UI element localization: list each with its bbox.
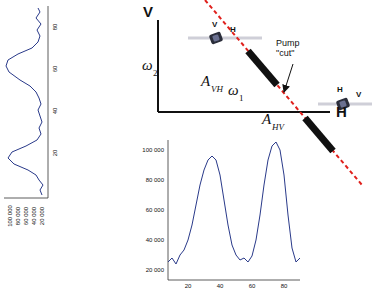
axis-label: H <box>336 104 347 119</box>
pointer-arrow <box>284 64 293 92</box>
tick-label: 100 000 <box>142 147 164 153</box>
tick-label: 80 000 <box>146 177 164 183</box>
tick-label: 60 000 <box>146 207 164 213</box>
axis-symbol: ω <box>142 58 153 73</box>
axis-line <box>158 111 330 113</box>
amplitude-subscript: VH <box>211 85 223 94</box>
tick-label: 40 <box>217 283 224 289</box>
tick-label: 20 000 <box>39 207 45 225</box>
spectrum-curve <box>168 142 300 264</box>
amplitude-label: A <box>262 112 271 127</box>
polarization-label: H <box>230 26 236 34</box>
tick-label: 60 <box>52 66 58 73</box>
tick-label: 40 000 <box>31 207 37 225</box>
tick-label: 100 000 <box>7 205 13 227</box>
tick-label: 40 000 <box>146 237 164 243</box>
polarizer-icon <box>209 31 224 45</box>
spectrum-curve <box>6 8 43 195</box>
beam <box>188 37 262 40</box>
tick-label: 80 <box>52 24 58 31</box>
tick-label: 20 <box>185 283 192 289</box>
amplitude-label: A <box>201 74 210 89</box>
amplitude-subscript: HV <box>272 123 284 132</box>
axis-line <box>157 20 159 112</box>
tick-label: 40 <box>52 108 58 115</box>
pump-cut-line <box>205 0 362 185</box>
axis-label: V <box>143 4 153 19</box>
plot-axis <box>168 280 300 281</box>
tick-label: 80 000 <box>15 207 21 225</box>
axis-symbol: ω <box>228 83 239 98</box>
plot-axis <box>168 140 169 280</box>
tick-label: 80 <box>281 283 288 289</box>
tick-label: 20 <box>52 150 58 157</box>
polarization-label: H <box>337 86 343 94</box>
tick-label: 60 000 <box>23 207 29 225</box>
polarization-label: V <box>356 91 361 99</box>
plot-axis <box>4 198 48 199</box>
plot-axis <box>48 6 49 198</box>
amplitude-bar <box>305 118 333 151</box>
tick-label: 60 <box>249 283 256 289</box>
pump-label: Pump "cut" <box>276 38 312 59</box>
polarization-label: V <box>212 21 217 29</box>
tick-label: 20 000 <box>146 267 164 273</box>
amplitude-bar <box>248 51 277 85</box>
axis-subscript: 2 <box>153 69 158 78</box>
axis-subscript: 1 <box>239 94 244 103</box>
